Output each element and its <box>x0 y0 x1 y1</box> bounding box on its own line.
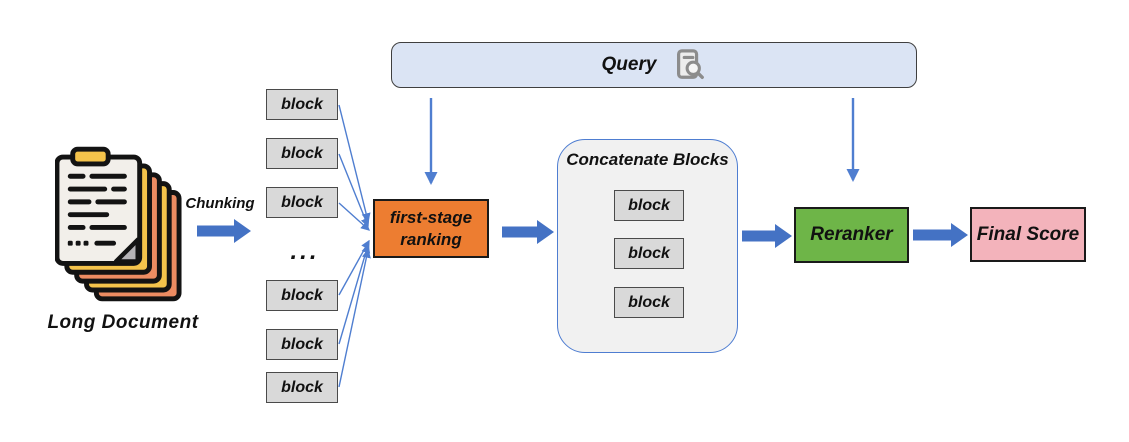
long-document-icon <box>55 146 182 302</box>
chunking-arrow <box>197 219 251 243</box>
fan-connector-line-2 <box>338 153 370 228</box>
block-item-3: block <box>266 187 338 218</box>
reranker-label: Reranker <box>810 224 893 245</box>
fan-connector-line-6 <box>338 248 371 388</box>
final-score-box: Final Score <box>970 207 1086 262</box>
block-item-4: block <box>266 280 338 311</box>
fan-connector-line-5 <box>338 243 371 345</box>
block-item-1: block <box>266 89 338 120</box>
concat-block-item-2: block <box>614 238 684 269</box>
block-item-6: block <box>266 372 338 403</box>
block-item-5: block <box>266 329 338 360</box>
final-score-label: Final Score <box>976 223 1080 245</box>
document-search-icon <box>677 49 705 79</box>
reranker-box: Reranker <box>794 207 909 263</box>
flow-arrow-firststage-to-concat <box>502 220 554 244</box>
chunking-label: Chunking <box>185 195 255 212</box>
flow-arrow-reranker-to-score <box>913 223 968 247</box>
concatenate-title: Concatenate Blocks <box>566 150 729 169</box>
fan-connector-line-1 <box>338 104 371 223</box>
long-document-label: Long Document <box>47 312 199 333</box>
query-bar: Query <box>391 42 917 88</box>
fan-connector-line-3 <box>338 202 371 231</box>
concat-block-item-1: block <box>614 190 684 221</box>
concat-block-item-3: block <box>614 287 684 318</box>
first-stage-ranking-box: first-stage ranking <box>373 199 489 258</box>
query-label: Query <box>601 54 657 75</box>
flow-arrow-concat-to-reranker <box>742 224 792 248</box>
blocks-ellipsis: ... <box>290 238 320 265</box>
concatenate-blocks-container: Concatenate Blocks block block block <box>557 139 738 353</box>
block-item-2: block <box>266 138 338 169</box>
first-stage-ranking-label: first-stage ranking <box>389 208 473 249</box>
